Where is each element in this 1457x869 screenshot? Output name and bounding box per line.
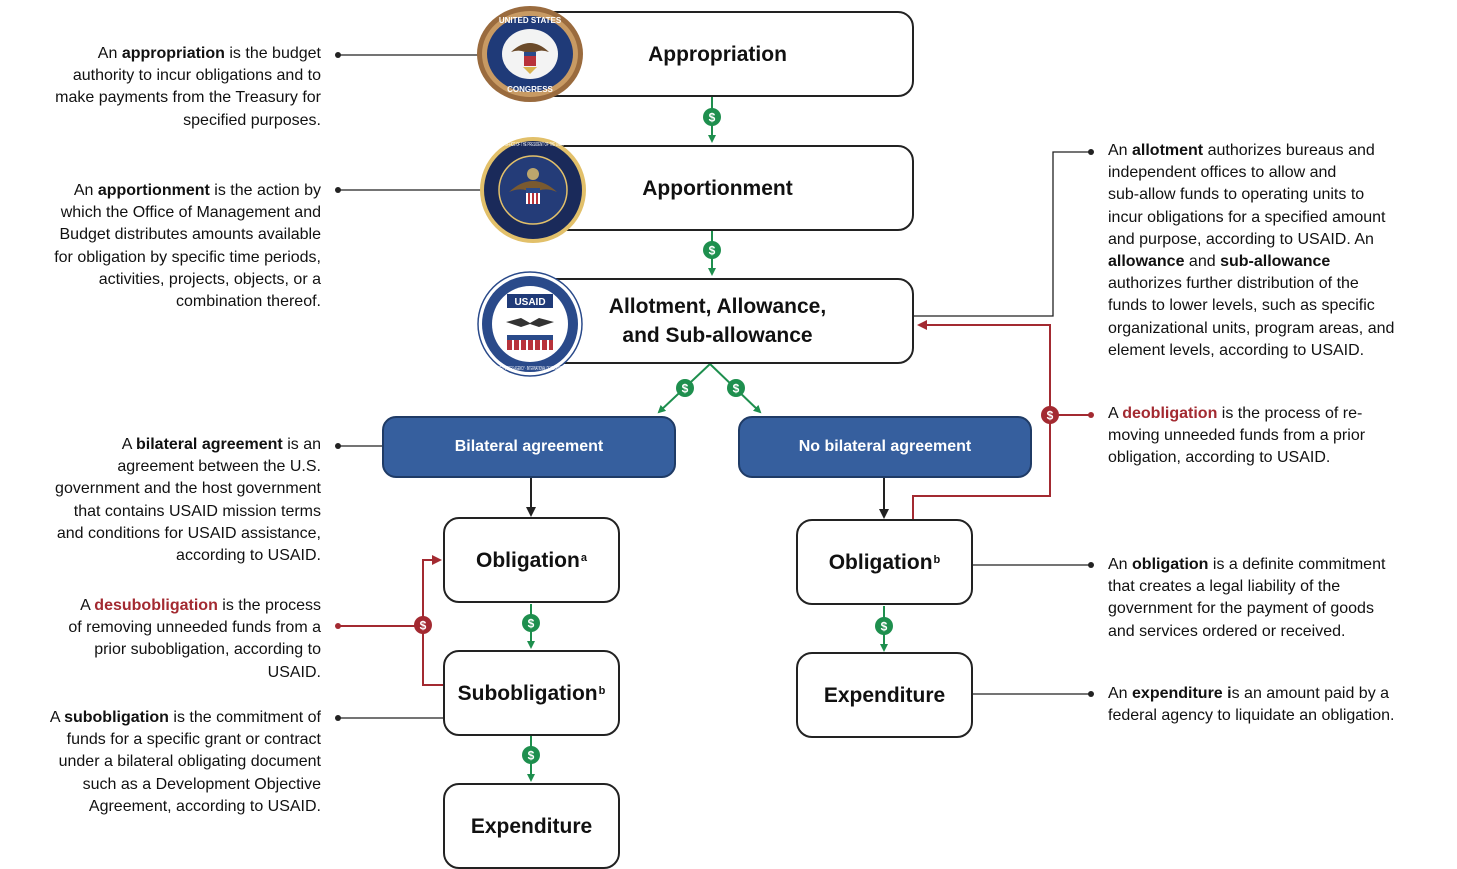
obligation-definition: An obligation is a definite commitment t… [1108, 556, 1386, 640]
desubobligation-leader-dot [335, 623, 341, 629]
dollar-icon: $ [676, 379, 694, 397]
obligation-label: Obligationa [476, 548, 587, 572]
dollar-icon: $ [522, 746, 540, 764]
apportionment-definition: An apportionment is the action by which … [54, 182, 321, 311]
subobligation-definition: A subobligation is the commitment of fun… [49, 709, 321, 815]
footnote-b: b [933, 553, 941, 566]
leader-dot-bilateral [335, 443, 341, 449]
svg-text:$: $ [709, 111, 716, 125]
deobligation-definition: A deobligation is the process of re- mov… [1108, 405, 1366, 467]
leader-dot-subobligation [335, 715, 341, 721]
svg-text:UNITED STATES AGENCY · INTERNA: UNITED STATES AGENCY · INTERNATIONAL DEV… [495, 366, 565, 372]
dollar-icon: $ [703, 108, 721, 126]
deobligation-path [912, 320, 1051, 519]
expenditure-box-right: Expenditure [796, 652, 973, 738]
svg-text:CONGRESS: CONGRESS [507, 85, 553, 94]
leader-dot-allotment [1088, 149, 1094, 155]
leader-dot-obligation [1088, 562, 1094, 568]
leader-dot-expenditure [1088, 691, 1094, 697]
allotment-definition: An allotment authorizes bureaus and inde… [1108, 142, 1395, 359]
bilateral-agreement-box: Bilateral agreement [382, 416, 676, 478]
svg-text:EXECUTIVE OFFICE OF THE PRESID: EXECUTIVE OFFICE OF THE PRESIDENT OF THE… [488, 142, 578, 148]
subobligation-label: Subobligationb [457, 681, 606, 705]
svg-text:$: $ [420, 619, 427, 633]
leader-dot-appropriation [335, 52, 341, 58]
no-bilateral-agreement-box: No bilateral agreement [738, 416, 1032, 478]
no-bilateral-agreement-label: No bilateral agreement [798, 438, 972, 455]
svg-text:$: $ [528, 617, 535, 631]
expenditure-definition: An expenditure is an amount paid by a fe… [1108, 685, 1395, 725]
congress-seal: UNITED STATES CONGRESS [475, 4, 585, 104]
dollar-icon-red: $ [1041, 406, 1059, 424]
allotment-label-line2: and Sub-allowance [622, 324, 813, 347]
dollar-icon: $ [875, 617, 893, 635]
deobligation-leader-dot [1088, 412, 1094, 418]
dollar-icon-red: $ [414, 616, 432, 634]
apportionment-label: Apportionment [642, 176, 793, 200]
svg-text:$: $ [528, 749, 535, 763]
svg-text:$: $ [709, 244, 716, 258]
obligation-box-left: Obligationa [443, 517, 620, 603]
desubobligation-definition: A desubobligation is the process of remo… [68, 597, 321, 681]
leader-allotment [914, 151, 1091, 317]
appropriation-definition: An appropriation is the budget authority… [55, 45, 321, 129]
subobligation-box: Subobligationb [443, 650, 620, 736]
expenditure-label: Expenditure [823, 683, 946, 707]
obligation-label: Obligationb [828, 550, 941, 574]
appropriation-label: Appropriation [648, 42, 787, 66]
svg-text:$: $ [1047, 409, 1054, 423]
svg-text:$: $ [682, 382, 689, 396]
footnote-b: b [598, 684, 606, 697]
footnote-a: a [580, 551, 587, 564]
bilateral-agreement-label: Bilateral agreement [454, 438, 604, 455]
allotment-label-line1: Allotment, Allowance, [608, 295, 827, 318]
expenditure-label: Expenditure [470, 814, 593, 838]
svg-text:$: $ [881, 620, 888, 634]
leader-dot-apportionment [335, 187, 341, 193]
usaid-seal: USAID UNITED STATES AGENCY · INTERNATION… [477, 271, 583, 377]
svg-text:$: $ [733, 382, 740, 396]
svg-text:UNITED STATES: UNITED STATES [499, 16, 562, 25]
obligation-box-right: Obligationb [796, 519, 973, 605]
executive-office-seal: EXECUTIVE OFFICE OF THE PRESIDENT OF THE… [479, 136, 587, 244]
dollar-icon: $ [727, 379, 745, 397]
dollar-icon: $ [522, 614, 540, 632]
expenditure-box-left: Expenditure [443, 783, 620, 869]
svg-text:USAID: USAID [514, 297, 545, 308]
dollar-icon: $ [703, 241, 721, 259]
bilateral-agreement-definition: A bilateral agreement is an agreement be… [55, 436, 321, 565]
